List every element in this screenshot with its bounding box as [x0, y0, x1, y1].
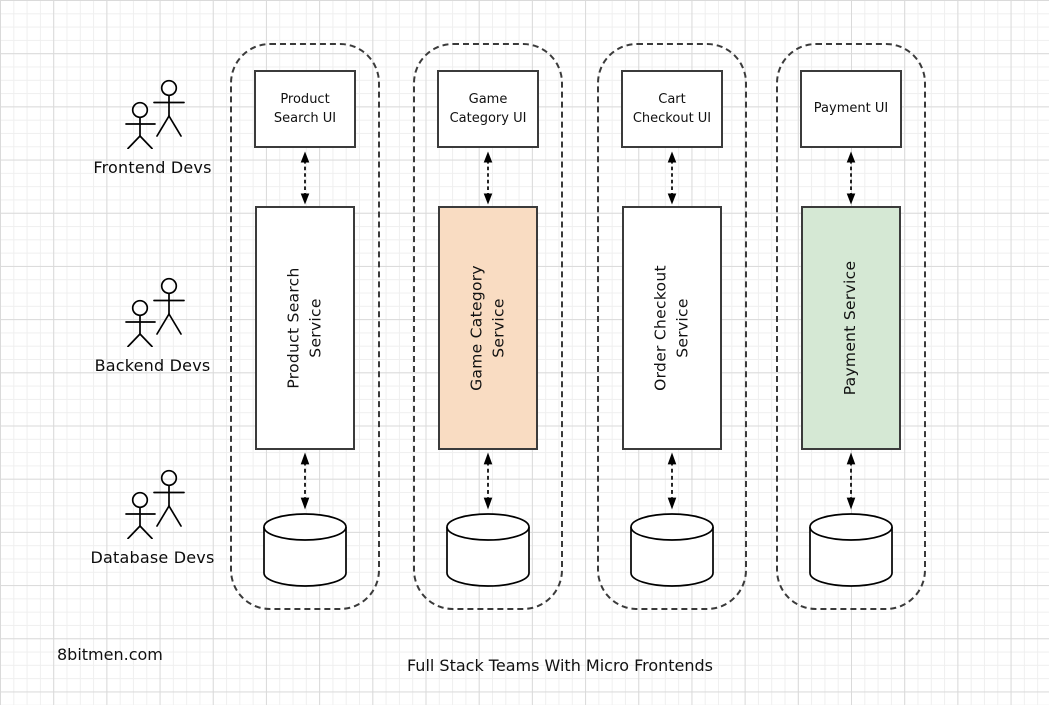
database-cylinder-icon	[809, 513, 893, 587]
ui-box-cart-checkout: Cart Checkout UI	[621, 70, 723, 148]
role-label-frontend-devs: Frontend Devs	[93, 158, 212, 177]
ui-box-label: Search UI	[273, 111, 337, 126]
dashed-double-arrow-icon	[666, 151, 678, 205]
dashed-double-arrow-icon	[845, 452, 857, 510]
database-cylinder-icon	[446, 513, 530, 587]
dashed-double-arrow-icon	[482, 151, 494, 205]
dashed-double-arrow-icon	[845, 151, 857, 205]
stick-figures-pair-icon	[124, 277, 185, 347]
ui-box-label: Category UI	[449, 111, 527, 126]
service-box-label: Game Category Service	[467, 265, 507, 391]
database-cylinder-icon	[630, 513, 714, 587]
role-database-devs: Database Devs	[60, 469, 245, 567]
service-box-order-checkout: Order Checkout Service	[622, 206, 722, 450]
dashed-double-arrow-icon	[299, 452, 311, 510]
ui-box-label: Payment UI	[813, 101, 889, 117]
service-box-label: Product Search Service	[284, 267, 324, 389]
role-label-database-devs: Database Devs	[90, 548, 215, 567]
service-box-payment: Payment Service	[801, 206, 901, 450]
ui-box-label: Cart	[658, 91, 686, 107]
stick-figures-pair-icon	[124, 469, 185, 539]
ui-box-product-search: Product Search UI	[254, 70, 356, 148]
database-cylinder-icon	[263, 513, 347, 587]
dashed-double-arrow-icon	[299, 151, 311, 205]
ui-box-label: Game	[468, 91, 508, 107]
watermark-brand: 8bitmen.com	[57, 645, 163, 664]
role-backend-devs: Backend Devs	[60, 277, 245, 375]
service-box-product-search: Product Search Service	[255, 206, 355, 450]
team-column-cart-checkout: Cart Checkout UI Order Checkout Service	[597, 43, 747, 610]
diagram-caption: Full Stack Teams With Micro Frontends	[406, 656, 714, 675]
ui-box-label: Product	[280, 91, 330, 107]
role-frontend-devs: Frontend Devs	[60, 79, 245, 177]
dashed-double-arrow-icon	[666, 452, 678, 510]
service-box-label: Order Checkout Service	[651, 265, 691, 391]
ui-box-label: Checkout UI	[632, 111, 712, 126]
team-column-product-search: Product Search UI Product Search Service	[230, 43, 380, 610]
team-column-payment: Payment UI Payment Service	[776, 43, 926, 610]
service-box-game-category: Game Category Service	[438, 206, 538, 450]
service-box-label: Payment Service	[841, 260, 860, 396]
role-label-backend-devs: Backend Devs	[94, 356, 211, 375]
dashed-double-arrow-icon	[482, 452, 494, 510]
ui-box-payment: Payment UI	[800, 70, 902, 148]
ui-box-game-category: Game Category UI	[437, 70, 539, 148]
stick-figures-pair-icon	[124, 79, 185, 149]
team-column-game-category: Game Category UI Game Category Service	[413, 43, 563, 610]
